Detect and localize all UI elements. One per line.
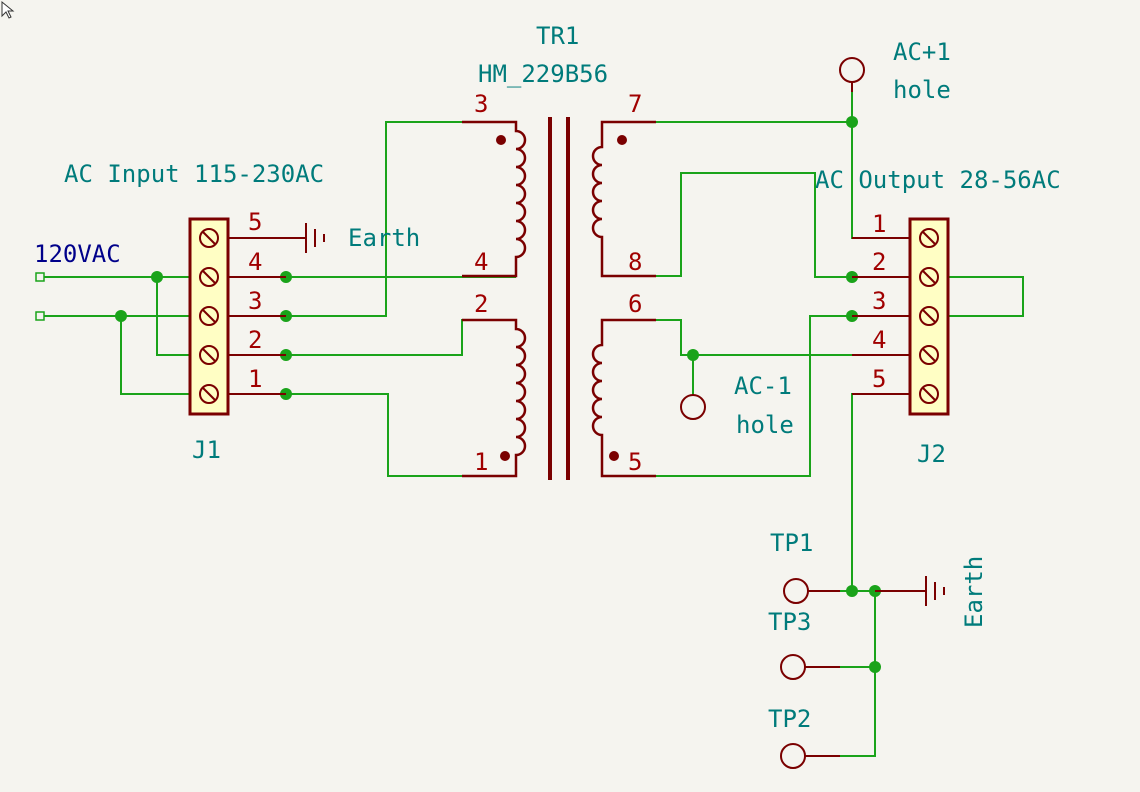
test-point-tp1[interactable]: TP1 — [770, 529, 840, 604]
test-point-icon — [780, 654, 806, 680]
net-label-120vac[interactable]: 120VAC — [34, 240, 121, 268]
junction-dot — [846, 585, 858, 597]
j2-pin-number: 2 — [872, 248, 886, 276]
screw-terminal-icon — [919, 306, 939, 326]
screw-terminal-icon — [199, 228, 219, 248]
mounting-hole-ac-plus[interactable]: AC+1 hole — [839, 38, 951, 104]
cursor-icon — [1, 0, 15, 19]
connector-j1[interactable]: AC Input 115-230AC 5 4 3 2 1 J1 — [64, 160, 324, 464]
junction-dot — [846, 116, 858, 128]
polarity-dot — [500, 451, 510, 461]
j2-pin-number: 3 — [872, 287, 886, 315]
test-point-icon — [780, 743, 806, 769]
screw-slot — [202, 387, 216, 401]
j1-pin-number: 2 — [248, 326, 262, 354]
primary-winding-lower — [462, 318, 527, 478]
hole-icon — [680, 394, 706, 420]
j1-value: AC Input 115-230AC — [64, 160, 324, 188]
screw-slot — [922, 348, 936, 362]
connector-j2[interactable]: AC Output 28-56AC 1 2 3 4 5 J2 — [815, 166, 1061, 468]
tr1-value: HM_229B56 — [478, 60, 608, 88]
transformer-tr1[interactable]: TR1 HM_229B56 3 4 2 1 7 8 6 5 — [462, 22, 656, 480]
tp1-ref: TP1 — [770, 529, 813, 557]
tr1-pin-number: 1 — [474, 448, 488, 476]
tr1-ref: TR1 — [536, 22, 579, 50]
net-input-pin[interactable] — [35, 272, 45, 282]
junction-dot — [687, 349, 699, 361]
secondary-winding-lower — [591, 318, 656, 478]
screw-slot — [922, 270, 936, 284]
screw-terminal-icon — [919, 267, 939, 287]
screw-terminal-icon — [199, 384, 219, 404]
screw-terminal-icon — [919, 345, 939, 365]
wire-sec-pin6[interactable] — [602, 319, 910, 356]
earth-label-bottom: Earth — [960, 556, 988, 628]
tr1-pin-number: 2 — [474, 290, 488, 318]
screw-slot — [202, 231, 216, 245]
screw-slot — [202, 309, 216, 323]
test-point-tp3[interactable]: TP3 — [768, 608, 840, 680]
j1-pins — [228, 237, 306, 395]
screw-terminal-icon — [919, 228, 939, 248]
tr1-pin-number: 6 — [628, 290, 642, 318]
j1-pin-number: 1 — [248, 365, 262, 393]
hole-icon — [839, 57, 865, 83]
j2-value: AC Output 28-56AC — [815, 166, 1061, 194]
wire-tp2[interactable] — [808, 591, 876, 757]
screw-slot — [202, 270, 216, 284]
j1-pin-number: 4 — [248, 248, 262, 276]
j2-pins — [852, 237, 910, 395]
junction-dot — [869, 661, 881, 673]
screw-terminal-icon — [919, 384, 939, 404]
tr1-pin-number: 8 — [628, 248, 642, 276]
j2-pin-number: 5 — [872, 365, 886, 393]
junction-dot — [115, 310, 127, 322]
secondary-winding-upper — [591, 120, 656, 278]
test-point-tp2[interactable]: TP2 — [768, 705, 840, 769]
ac-plus-ref: AC+1 — [893, 38, 951, 66]
tp2-ref: TP2 — [768, 705, 811, 733]
j1-pin-number: 3 — [248, 287, 262, 315]
ac-minus-ref: AC-1 — [734, 372, 792, 400]
tr1-pin-number: 7 — [628, 90, 642, 118]
primary-winding-upper — [462, 120, 527, 278]
screw-terminal-icon — [199, 345, 219, 365]
screw-slot — [202, 348, 216, 362]
screw-terminal-icon — [199, 267, 219, 287]
j2-pin-number: 4 — [872, 326, 886, 354]
wire-sec-pin8[interactable] — [602, 172, 910, 278]
wire-j1-pin1[interactable] — [120, 316, 516, 477]
tr1-pin-number: 5 — [628, 448, 642, 476]
earth-label-top: Earth — [348, 224, 420, 252]
j1-ref: J1 — [192, 436, 221, 464]
junction-dot — [151, 271, 163, 283]
j2-screws — [919, 228, 939, 404]
tr1-pin-number: 4 — [474, 248, 488, 276]
wire-j2-pin5[interactable] — [851, 393, 910, 591]
ac-plus-value: hole — [893, 76, 951, 104]
mounting-hole-ac-minus[interactable]: AC-1 hole — [680, 372, 794, 439]
j2-pin-number: 1 — [872, 210, 886, 238]
screw-slot — [922, 231, 936, 245]
j2-ref: J2 — [917, 440, 946, 468]
j1-pin-number: 5 — [248, 208, 262, 236]
wire-sec-pin5[interactable] — [602, 315, 852, 477]
j1-screws — [199, 228, 219, 404]
tp3-ref: TP3 — [768, 608, 811, 636]
screw-terminal-icon — [199, 306, 219, 326]
wire-j2-loop[interactable] — [910, 276, 1024, 317]
earth-symbol-bottom[interactable]: Earth — [875, 556, 988, 628]
earth-symbol-top[interactable]: Earth — [305, 223, 420, 253]
wire-net-line2[interactable] — [44, 121, 516, 317]
net-input-pin[interactable] — [35, 311, 45, 321]
polarity-dot — [496, 135, 506, 145]
test-point-icon — [783, 578, 809, 604]
ac-minus-value: hole — [736, 411, 794, 439]
tr1-pin-number: 3 — [474, 90, 488, 118]
screw-slot — [922, 387, 936, 401]
polarity-dot — [617, 135, 627, 145]
screw-slot — [922, 309, 936, 323]
polarity-dot — [609, 451, 619, 461]
